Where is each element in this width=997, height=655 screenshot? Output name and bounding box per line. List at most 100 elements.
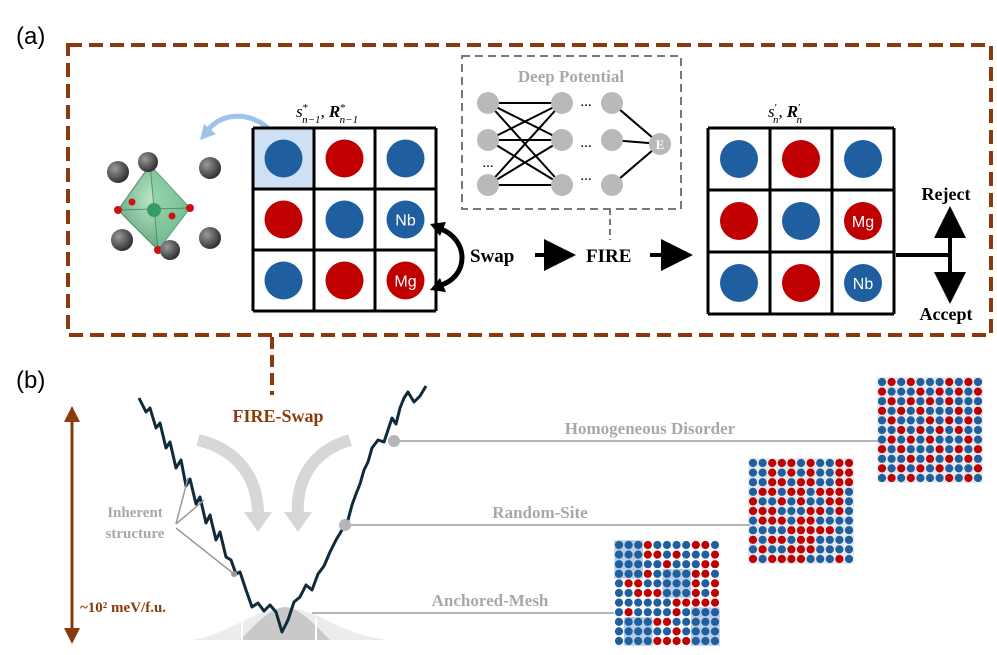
marker-random-site bbox=[339, 519, 351, 531]
swap-label: Swap bbox=[470, 246, 514, 267]
nn-node bbox=[551, 129, 573, 151]
fire-swap-label: FIRE-Swap bbox=[232, 406, 323, 426]
label-homogeneous-disorder: Homogeneous Disorder bbox=[565, 419, 736, 438]
mesh-atom bbox=[624, 560, 633, 569]
mesh-atom bbox=[710, 540, 720, 550]
mesh-atom bbox=[796, 506, 806, 516]
mesh-atom bbox=[701, 627, 710, 636]
mesh-atom bbox=[701, 569, 710, 578]
mesh-atom bbox=[916, 435, 925, 444]
mesh-atom bbox=[935, 464, 944, 473]
mesh-atom bbox=[614, 579, 624, 588]
fire-swap-arrowhead-right-icon bbox=[284, 512, 312, 532]
mesh-atom bbox=[672, 569, 681, 578]
mesh-atom bbox=[916, 454, 925, 463]
mesh-atom bbox=[806, 497, 815, 506]
mesh-atom bbox=[844, 545, 854, 554]
mesh-atom bbox=[682, 608, 691, 617]
mesh-atom bbox=[954, 425, 963, 435]
mesh-atom bbox=[662, 627, 672, 636]
mesh-atom bbox=[691, 540, 700, 550]
mesh-atom bbox=[796, 487, 806, 496]
mesh-atom bbox=[634, 608, 643, 617]
mesh-atom bbox=[835, 545, 844, 554]
mesh-atom bbox=[787, 516, 796, 525]
mesh-atom bbox=[897, 464, 906, 473]
energy-scale-arrowhead-bottom-icon bbox=[64, 628, 80, 644]
nn-ellipsis: ... bbox=[580, 135, 591, 151]
mesh-atom bbox=[748, 478, 758, 487]
mesh-atom bbox=[653, 608, 662, 617]
mesh-atom bbox=[906, 454, 915, 463]
panel-a-frame bbox=[66, 43, 993, 337]
mesh-atom bbox=[964, 454, 973, 463]
mesh-atom bbox=[787, 497, 796, 506]
state-before-s-sub: n−1 bbox=[302, 114, 320, 126]
nn-node bbox=[601, 129, 623, 151]
mesh-atom bbox=[768, 478, 777, 487]
mesh-atom bbox=[973, 445, 983, 454]
mesh-atom bbox=[825, 506, 834, 516]
mesh-atom bbox=[897, 435, 906, 444]
mesh-atom bbox=[835, 506, 844, 516]
lattice-atom bbox=[386, 261, 425, 300]
mesh-atom bbox=[662, 569, 672, 578]
label-random-site: Random-Site bbox=[492, 503, 588, 522]
mesh-atom bbox=[954, 377, 963, 387]
mesh-atom bbox=[816, 468, 825, 477]
mesh-atom bbox=[887, 416, 896, 425]
mesh-atom bbox=[662, 540, 672, 550]
mesh-atom bbox=[748, 535, 758, 544]
mesh-atom bbox=[672, 588, 681, 598]
mesh-atom bbox=[643, 560, 652, 569]
mesh-atom bbox=[835, 526, 844, 535]
mesh-atom bbox=[787, 526, 796, 535]
mesh-atom bbox=[768, 487, 777, 496]
atom-element-label: Nb bbox=[853, 276, 874, 293]
fire-swap-arrowhead-left-icon bbox=[244, 512, 272, 532]
state-after-s-sub: n bbox=[773, 114, 779, 126]
mesh-atom bbox=[816, 526, 825, 535]
mesh-atom bbox=[945, 454, 954, 463]
mesh-atom bbox=[748, 487, 758, 496]
mesh-atom bbox=[777, 526, 786, 535]
mesh-atom bbox=[691, 560, 700, 569]
mesh-atom bbox=[825, 554, 834, 564]
mesh-atom bbox=[945, 425, 954, 435]
mesh-atom bbox=[844, 487, 854, 496]
mesh-atom bbox=[768, 516, 777, 525]
mesh-atom bbox=[925, 445, 935, 454]
mesh-atom bbox=[806, 506, 815, 516]
lattice-atom bbox=[782, 264, 820, 302]
mesh-atom bbox=[887, 464, 896, 473]
mesh-atom bbox=[925, 377, 935, 387]
mesh-atom bbox=[787, 554, 796, 564]
mesh-atom bbox=[935, 445, 944, 454]
mesh-atom bbox=[835, 478, 844, 487]
swap-arrowhead-top-icon bbox=[430, 222, 446, 236]
mesh-atom bbox=[634, 569, 643, 578]
mesh-atom bbox=[973, 416, 983, 425]
mesh-atom bbox=[945, 406, 954, 415]
structure-random-site bbox=[748, 458, 854, 564]
mesh-atom bbox=[906, 377, 915, 387]
mesh-atom bbox=[954, 435, 963, 444]
mesh-atom bbox=[768, 506, 777, 516]
mesh-atom bbox=[916, 464, 925, 473]
mesh-atom bbox=[906, 464, 915, 473]
mesh-atom bbox=[964, 406, 973, 415]
mesh-atom bbox=[758, 554, 767, 564]
mesh-atom bbox=[887, 435, 896, 444]
mesh-atom bbox=[816, 478, 825, 487]
mesh-atom bbox=[701, 598, 710, 607]
mesh-atom bbox=[887, 473, 896, 483]
mesh-atom bbox=[682, 627, 691, 636]
mesh-atom bbox=[758, 497, 767, 506]
mesh-atom bbox=[964, 435, 973, 444]
mesh-atom bbox=[844, 535, 854, 544]
mesh-atom bbox=[758, 487, 767, 496]
mesh-atom bbox=[973, 377, 983, 387]
mesh-atom bbox=[897, 416, 906, 425]
mesh-atom bbox=[825, 468, 834, 477]
